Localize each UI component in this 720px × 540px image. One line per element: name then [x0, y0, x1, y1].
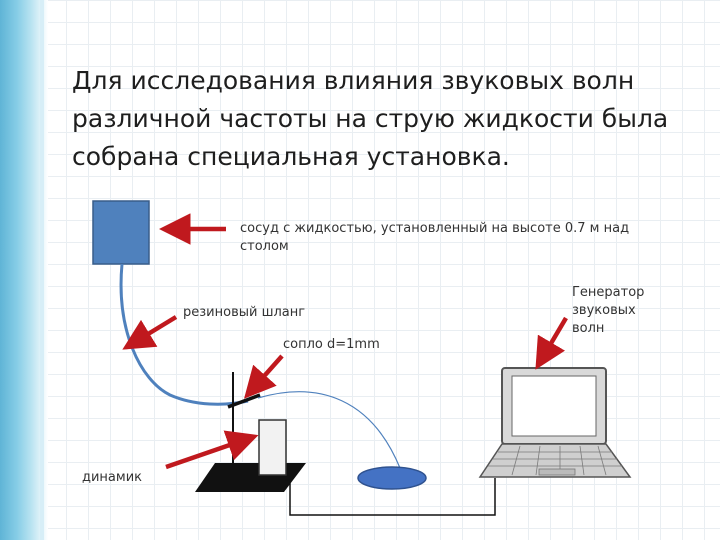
- laptop-keys: [488, 445, 622, 476]
- laptop-display: [511, 375, 597, 437]
- vessel-label: сосуд с жидкостью, установленный на высо…: [240, 221, 630, 254]
- speaker: [258, 419, 287, 476]
- left-decorative-stripe: [40, 0, 44, 540]
- liquid-puddle: [357, 466, 427, 490]
- speaker-arrow: [165, 430, 259, 470]
- hose-label: резиновый шланг: [183, 305, 306, 320]
- liquid-jet: [257, 391, 401, 469]
- liquid-vessel: [92, 200, 150, 265]
- laptop-touchpad: [538, 468, 576, 476]
- speaker-label: динамик: [82, 470, 143, 485]
- nozzle-arrow: [244, 354, 284, 399]
- hose-arrow: [122, 315, 178, 350]
- nozzle-label: сопло d=1mm: [283, 337, 380, 352]
- slide-title: Для исследования влияния звуковых волн р…: [72, 66, 669, 171]
- rubber-hose: [119, 263, 249, 406]
- connecting-wire: [285, 478, 496, 516]
- generator-label: Генератор звуковых волн: [572, 285, 645, 336]
- generator-arrow: [535, 316, 568, 370]
